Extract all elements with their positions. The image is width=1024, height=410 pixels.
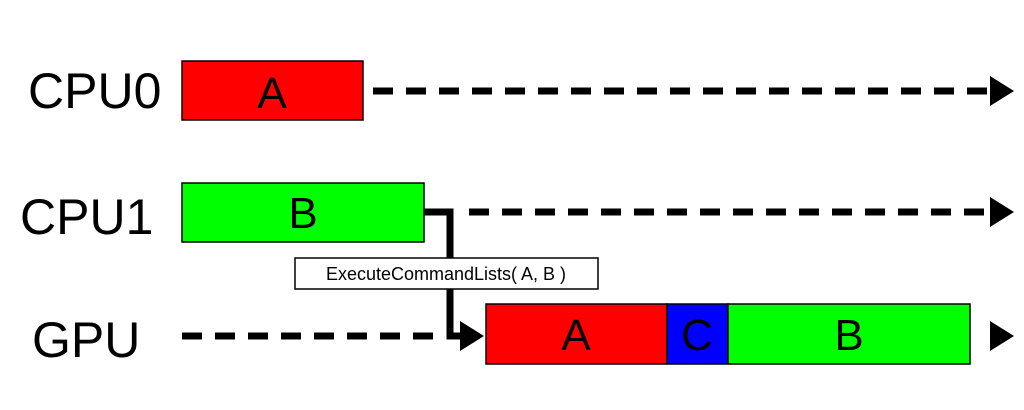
call-label-box: [294, 257, 599, 290]
gpu-block-c-label: C: [681, 311, 713, 360]
submit-arrow-icon: [460, 321, 484, 351]
call-label: ExecuteCommandLists( A, B ): [326, 264, 566, 284]
gpu-block-b-label: B: [834, 311, 863, 360]
gpu-block-b: [727, 303, 971, 365]
cpu1-arrow-icon: [990, 197, 1014, 227]
gpu-block-a-label: A: [561, 311, 591, 360]
row-label-cpu0: CPU0: [28, 63, 161, 119]
gpu-block-a: [485, 303, 668, 365]
row-label-gpu: GPU: [32, 312, 140, 368]
cpu1-block-b-label: B: [288, 189, 317, 238]
row-label-cpu1: CPU1: [20, 189, 153, 245]
gpu-arrow-icon: [990, 321, 1014, 351]
cpu0-arrow-icon: [990, 76, 1014, 106]
cpu1-block-b: [181, 182, 425, 243]
gpu-block-c: [666, 303, 729, 365]
cpu0-block-a-label: A: [257, 69, 287, 118]
cpu0-block-a: [181, 60, 364, 121]
